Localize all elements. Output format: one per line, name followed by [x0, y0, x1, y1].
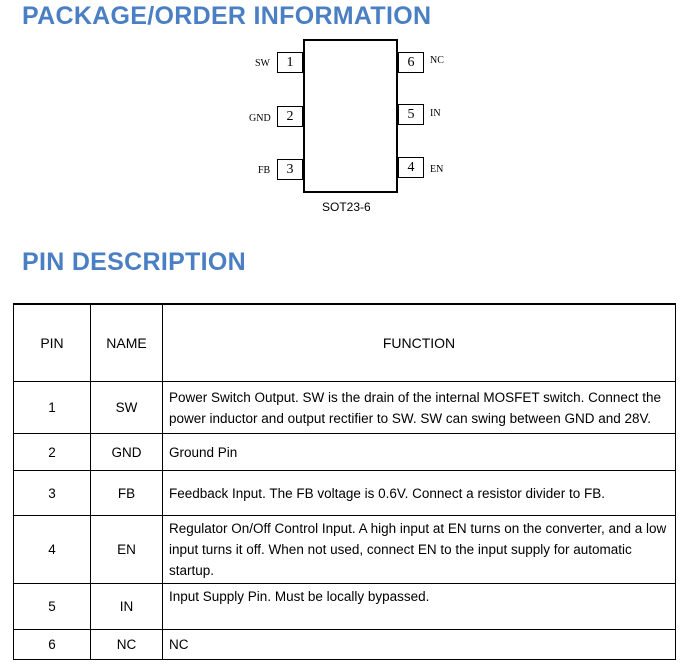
table-row: 4 EN Regulator On/Off Control Input. A h… — [13, 515, 676, 584]
pin-5-box: 5 — [398, 104, 424, 125]
cell-pin: 6 — [13, 629, 91, 660]
cell-name: EN — [90, 515, 163, 584]
table-header-row: PIN NAME FUNCTION — [13, 303, 676, 382]
table-row: 1 SW Power Switch Output. SW is the drai… — [13, 381, 676, 434]
cell-name: IN — [90, 583, 163, 630]
cell-function: Regulator On/Off Control Input. A high i… — [162, 515, 676, 584]
pin-label-en: EN — [430, 164, 444, 175]
header-pin: PIN — [13, 303, 91, 382]
cell-name: FB — [90, 470, 163, 516]
cell-pin: 5 — [13, 583, 91, 630]
pin-description-heading: PIN DESCRIPTION — [22, 248, 246, 276]
cell-pin: 3 — [13, 470, 91, 516]
cell-function: NC — [162, 629, 676, 660]
pin-4-box: 4 — [398, 157, 424, 178]
table-row: 3 FB Feedback Input. The FB voltage is 0… — [13, 470, 676, 516]
cell-pin: 1 — [13, 381, 91, 434]
cell-function: Feedback Input. The FB voltage is 0.6V. … — [162, 470, 676, 516]
pin-1-box: 1 — [277, 52, 303, 73]
cell-pin: 4 — [13, 515, 91, 584]
pin-6-box: 6 — [398, 52, 424, 73]
cell-name: GND — [90, 433, 163, 471]
pin-label-nc: NC — [430, 55, 444, 66]
table-row: 2 GND Ground Pin — [13, 433, 676, 471]
pin-label-gnd: GND — [249, 113, 271, 124]
table-row: 5 IN Input Supply Pin. Must be locally b… — [13, 583, 676, 630]
header-function: FUNCTION — [162, 303, 676, 382]
package-name: SOT23-6 — [322, 200, 371, 214]
cell-function: Ground Pin — [162, 433, 676, 471]
cell-name: NC — [90, 629, 163, 660]
cell-function: Input Supply Pin. Must be locally bypass… — [162, 583, 676, 630]
package-order-heading: PACKAGE/ORDER INFORMATION — [22, 2, 432, 30]
pin-description-table: PIN NAME FUNCTION 1 SW Power Switch Outp… — [13, 303, 676, 660]
cell-pin: 2 — [13, 433, 91, 471]
cell-name: SW — [90, 381, 163, 434]
pin-2-box: 2 — [277, 106, 303, 127]
header-name: NAME — [90, 303, 163, 382]
table-row: 6 NC NC — [13, 629, 676, 660]
ic-body — [303, 39, 398, 193]
pin-3-box: 3 — [277, 159, 303, 180]
pin-label-fb: FB — [258, 165, 271, 176]
pin-label-in: IN — [430, 108, 441, 119]
pin-label-sw: SW — [255, 58, 270, 69]
cell-function: Power Switch Output. SW is the drain of … — [162, 381, 676, 434]
